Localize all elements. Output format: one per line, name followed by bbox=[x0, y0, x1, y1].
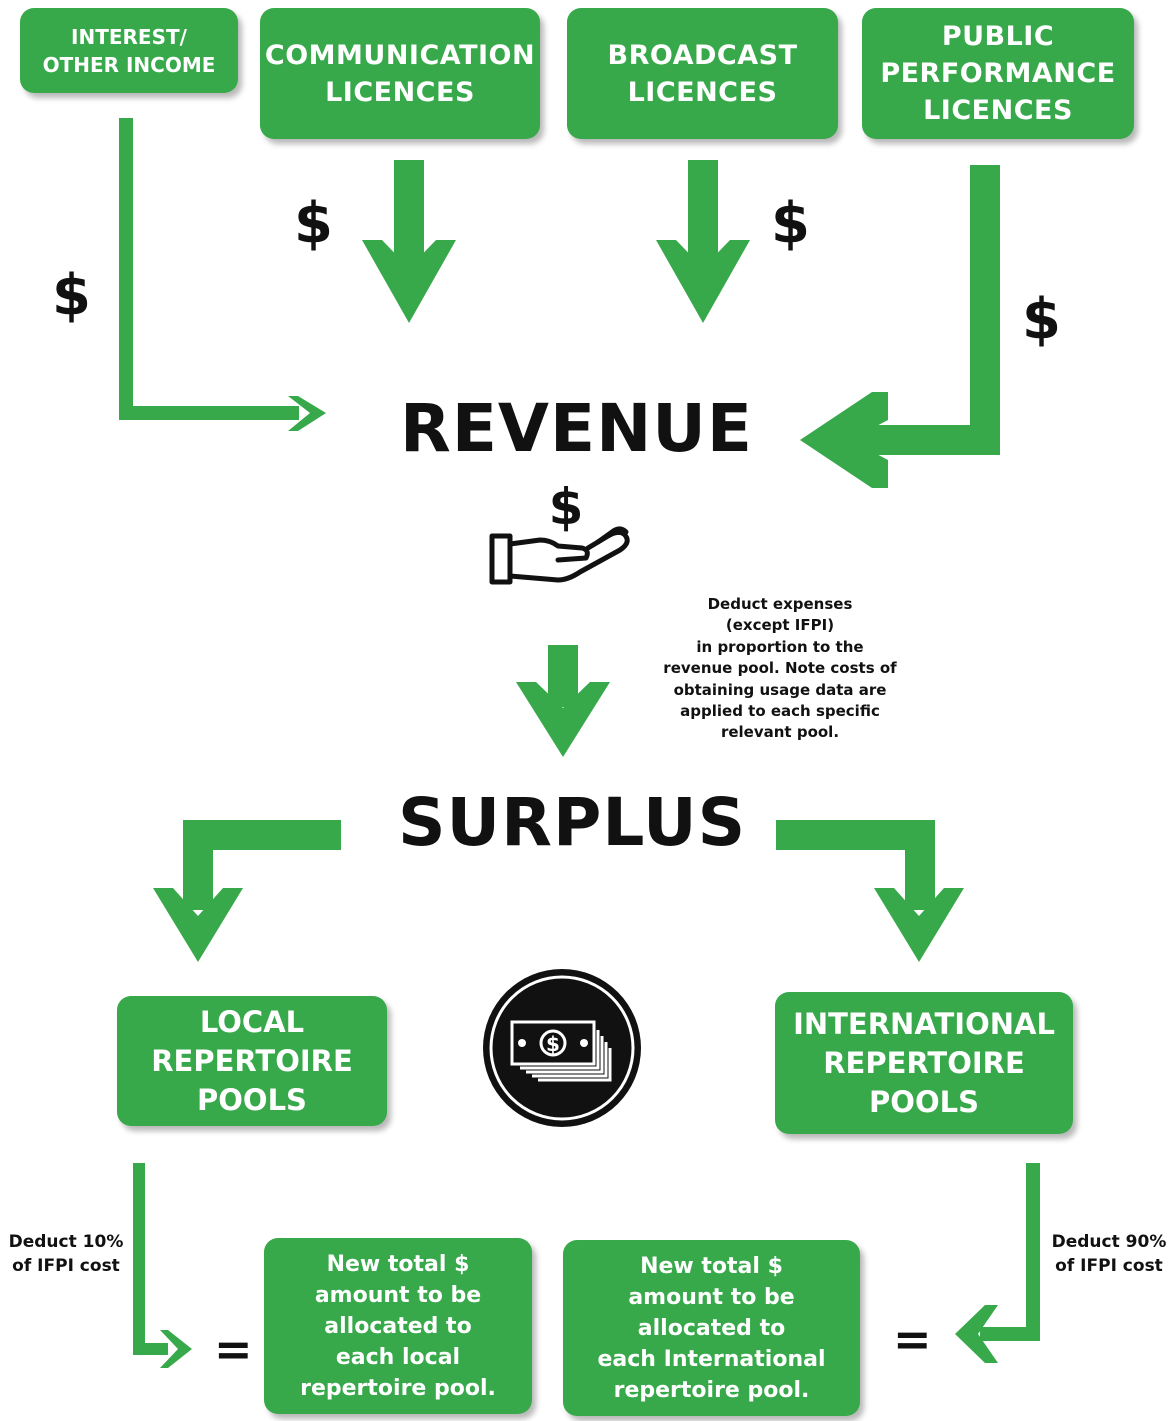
international-deduct-arrow bbox=[955, 1163, 1040, 1363]
source-label-interest: INTEREST/ OTHER INCOME bbox=[42, 24, 216, 77]
equals-sign-local: = bbox=[214, 1322, 253, 1376]
hand-dollar-icon: $ bbox=[489, 478, 630, 585]
local-pools-label: LOCAL REPERTOIRE POOLS bbox=[151, 1004, 353, 1117]
source-box-broadcast: BROADCAST LICENCES bbox=[567, 8, 838, 139]
local-result-box: New total $ amount to be allocated to ea… bbox=[264, 1238, 532, 1414]
revenue-to-surplus-arrow bbox=[516, 645, 610, 757]
revenue-title: REVENUE bbox=[400, 390, 753, 467]
source-label-broadcast: BROADCAST LICENCES bbox=[607, 39, 798, 108]
broadcast-down-arrow bbox=[656, 160, 750, 323]
international-result-label: New total $ amount to be allocated to ea… bbox=[597, 1253, 826, 1403]
international-pools-label: INTERNATIONAL REPERTOIRE POOLS bbox=[793, 1006, 1055, 1119]
dollar-sign-broadcast: $ bbox=[771, 191, 810, 256]
svg-text:$: $ bbox=[549, 478, 584, 536]
source-box-public: PUBLIC PERFORMANCE LICENCES bbox=[862, 8, 1134, 139]
local-result-label: New total $ amount to be allocated to ea… bbox=[300, 1251, 496, 1401]
international-deduct-note: Deduct 90% of IFPI cost bbox=[1051, 1232, 1167, 1276]
dollar-sign-public: $ bbox=[1022, 287, 1061, 352]
dollar-sign-interest: $ bbox=[52, 263, 91, 328]
surplus-title: SURPLUS bbox=[398, 784, 747, 861]
deduct-expenses-note: Deduct expenses (except IFPI) in proport… bbox=[663, 595, 897, 742]
equals-sign-international: = bbox=[893, 1312, 932, 1366]
local-repertoire-pools-box: LOCAL REPERTOIRE POOLS bbox=[117, 996, 387, 1126]
international-repertoire-pools-box: INTERNATIONAL REPERTOIRE POOLS bbox=[775, 992, 1073, 1134]
surplus-to-international-arrow bbox=[776, 820, 964, 962]
local-deduct-note: Deduct 10% of IFPI cost bbox=[8, 1232, 124, 1276]
interest-to-revenue-arrow bbox=[119, 118, 326, 431]
dollar-sign-communication: $ bbox=[294, 191, 333, 256]
local-deduct-arrow bbox=[133, 1163, 192, 1368]
source-box-interest: INTEREST/ OTHER INCOME bbox=[20, 8, 238, 93]
international-result-box: New total $ amount to be allocated to ea… bbox=[563, 1240, 860, 1416]
source-box-communication: COMMUNICATION LICENCES bbox=[260, 8, 540, 139]
money-stack-icon: $ bbox=[483, 969, 641, 1127]
source-label-public: PUBLIC PERFORMANCE LICENCES bbox=[880, 21, 1116, 126]
public-to-revenue-arrow bbox=[800, 165, 1000, 488]
svg-text:$: $ bbox=[546, 1032, 560, 1056]
communication-down-arrow bbox=[362, 160, 456, 323]
surplus-to-local-arrow bbox=[153, 820, 341, 962]
source-label-communication: COMMUNICATION LICENCES bbox=[264, 39, 536, 108]
